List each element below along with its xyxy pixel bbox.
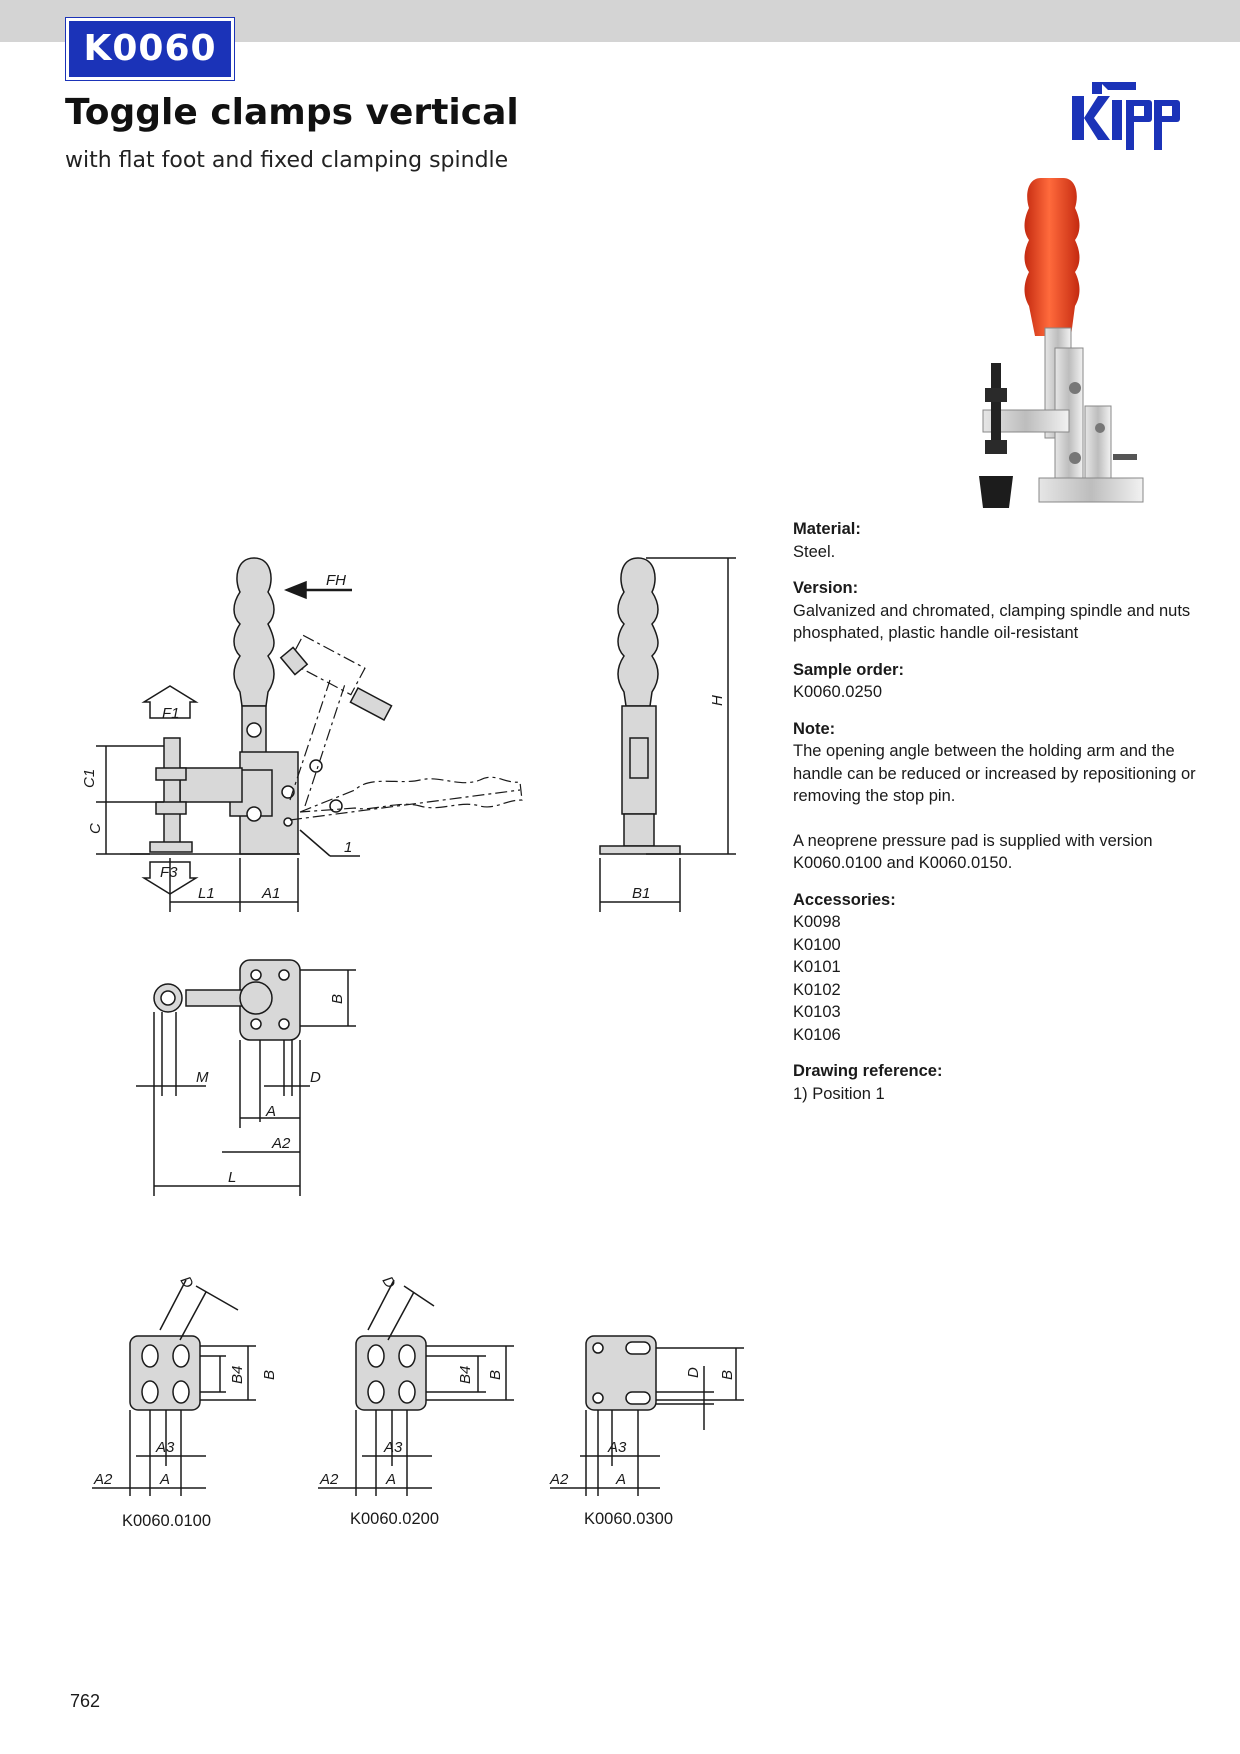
label-c1: C1 <box>81 769 98 788</box>
accessories-section: Accessories: K0098 K0100 K0101 K0102 K01… <box>793 889 1213 1047</box>
label-b4-0200: B4 <box>457 1366 474 1384</box>
product-info: Material: Steel. Version: Galvanized and… <box>793 518 1213 1119</box>
note-section: Note: The opening angle between the hold… <box>793 718 1213 875</box>
label-fh: FH <box>326 572 346 589</box>
accessory-item: K0098 <box>793 913 841 931</box>
label-a2-0200: A2 <box>319 1471 339 1488</box>
material-section: Material: Steel. <box>793 518 1213 563</box>
label-b4-0100: B4 <box>229 1366 246 1384</box>
version-line: Galvanized and chromated, clamping spind… <box>793 601 1191 620</box>
label-a3-0100: A3 <box>155 1439 175 1456</box>
label-b1: B1 <box>632 885 650 902</box>
product-code-badge: K0060 <box>66 18 234 80</box>
label-a1: A1 <box>261 885 280 902</box>
accessories-label: Accessories: <box>793 890 896 909</box>
label-h: H <box>709 695 726 706</box>
note-line: K0060.0100 and K0060.0150. <box>793 854 1013 872</box>
accessory-item: K0103 <box>793 1003 841 1021</box>
label-f3: F3 <box>160 864 178 881</box>
label-b-0300: B <box>719 1370 736 1380</box>
variant-caption-0300: K0060.0300 <box>584 1510 674 1528</box>
note-line: A neoprene pressure pad is supplied with… <box>793 831 1153 850</box>
label-c: C <box>87 823 104 834</box>
accessory-item: K0102 <box>793 980 841 999</box>
accessory-item: K0106 <box>793 1025 841 1044</box>
label-b-top: B <box>329 994 346 1004</box>
label-d-0300: D <box>685 1367 702 1378</box>
sample-order-section: Sample order: K0060.0250 <box>793 659 1213 704</box>
version-section: Version: Galvanized and chromated, clamp… <box>793 577 1213 645</box>
accessory-item: K0101 <box>793 958 841 976</box>
label-a-0300: A <box>615 1471 626 1488</box>
note-line: The opening angle between the holding ar… <box>793 742 1175 760</box>
label-m: M <box>196 1069 209 1086</box>
drawing-reference-text: 1) Position 1 <box>793 1084 885 1103</box>
label-a-0100: A <box>159 1471 170 1488</box>
kipp-logo <box>1072 82 1180 150</box>
variant-caption-0200: K0060.0200 <box>350 1510 440 1528</box>
label-d-top: D <box>310 1069 321 1086</box>
label-b-0200: B <box>487 1370 504 1380</box>
label-l: L <box>228 1169 236 1186</box>
page-subtitle: with flat foot and fixed clamping spindl… <box>65 148 509 173</box>
label-d-0100: D <box>177 1274 197 1292</box>
page-title: Toggle clamps vertical <box>65 92 519 133</box>
accessory-item: K0100 <box>793 935 841 954</box>
note-line: handle can be reduced or increased by re… <box>793 764 1196 783</box>
product-photo <box>979 178 1144 508</box>
variant-plate-0300 <box>550 1335 744 1496</box>
note-line: removing the stop pin. <box>793 787 956 805</box>
sample-order-text: K0060.0250 <box>793 683 883 701</box>
label-position-1: 1 <box>344 839 352 856</box>
drawing-reference-section: Drawing reference: 1) Position 1 <box>793 1060 1213 1105</box>
side-view <box>130 557 300 855</box>
label-l1: L1 <box>198 885 215 902</box>
label-a-0200: A <box>385 1471 396 1488</box>
material-text: Steel. <box>793 542 836 561</box>
label-a3-0300: A3 <box>607 1439 627 1456</box>
version-label: Version: <box>793 579 859 597</box>
label-a-top: A <box>265 1103 276 1120</box>
label-a2-top: A2 <box>271 1135 291 1152</box>
front-view <box>599 557 681 855</box>
label-a2-0300: A2 <box>549 1471 569 1488</box>
version-line: phosphated, plastic handle oil-resistant <box>793 624 1079 642</box>
label-f1: F1 <box>162 705 180 722</box>
photo-handle <box>1024 178 1080 336</box>
variant-caption-0100: K0060.0100 <box>122 1512 212 1530</box>
note-label: Note: <box>793 719 836 738</box>
label-a3-0200: A3 <box>383 1439 403 1456</box>
variant-plate-0200 <box>318 1279 514 1496</box>
sample-order-label: Sample order: <box>793 660 904 679</box>
label-a2-0100: A2 <box>93 1471 113 1488</box>
drawing-reference-label: Drawing reference: <box>793 1062 943 1080</box>
variant-plate-0100 <box>92 1279 256 1496</box>
material-label: Material: <box>793 520 861 538</box>
label-b-0100: B <box>261 1370 278 1380</box>
page-number: 762 <box>70 1691 101 1711</box>
